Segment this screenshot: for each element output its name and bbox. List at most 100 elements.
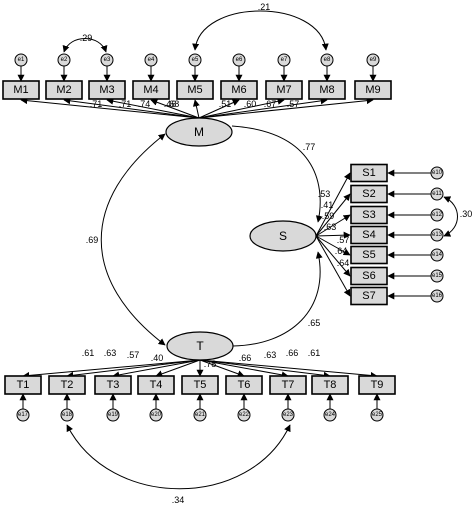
error-e5-label: e5 (192, 57, 199, 63)
error-e4-label: e4 (148, 57, 155, 63)
indicator-t8-box (311, 375, 349, 395)
loading-path-m8 (198, 97, 328, 119)
error-e14-label: e14 (432, 252, 443, 258)
indicator-s6-label: S6 (362, 270, 375, 282)
indicator-m7-box (265, 80, 303, 100)
error-e9-label: e9 (370, 57, 377, 63)
indicator-m6-label: M6 (231, 84, 246, 96)
indicator-m5-box (176, 80, 214, 100)
indicator-s4-label: S4 (362, 229, 375, 241)
indicator-m3-box (88, 80, 126, 100)
loading-path-t8 (199, 359, 331, 379)
latent-s-ellipse (249, 220, 317, 252)
loading-path-m9 (198, 97, 374, 119)
error-e3-label: e3 (104, 57, 111, 63)
s-t-path-label: .65 (308, 318, 321, 328)
e5-e8-covariance-path (192, 10, 329, 51)
indicator-m8-label: M8 (319, 84, 334, 96)
loading-label-t2: .63 (104, 348, 117, 358)
error-e13-circle (430, 228, 444, 242)
indicator-m4-label: M4 (143, 84, 158, 96)
loading-label-m8: .67 (264, 99, 277, 109)
e2-e3-covariance-label: .29 (80, 33, 93, 43)
indicator-m6-box (220, 80, 258, 100)
error-e2-label: e2 (61, 57, 68, 63)
indicator-t5-label: T5 (194, 379, 207, 391)
error-e25-circle (370, 408, 384, 422)
loading-path-s7 (315, 235, 351, 297)
indicator-s2-box (350, 184, 388, 204)
indicator-t9-box (358, 375, 396, 395)
loading-path-s4 (315, 231, 351, 239)
loading-label-s4: .63 (324, 222, 337, 232)
error-e24-circle (323, 408, 337, 422)
loading-label-s7: .64 (337, 258, 350, 268)
loading-path-s1 (315, 172, 351, 237)
loading-label-s6: .64 (335, 246, 348, 256)
indicator-m9-box (354, 80, 392, 100)
loading-label-m5: .68 (167, 99, 180, 109)
indicator-m2-box (45, 80, 83, 100)
error-e22-label: e22 (239, 412, 250, 418)
loading-path-t6 (199, 359, 245, 378)
loading-label-t1: .61 (82, 348, 95, 358)
indicator-s7-box (350, 286, 388, 306)
loading-path-s5 (315, 235, 351, 256)
m-s-path-label: .77 (303, 142, 316, 152)
error-e21-circle (193, 408, 207, 422)
error-e11-label: e11 (432, 191, 442, 197)
loading-path-s2 (315, 193, 351, 237)
latent-m-ellipse (165, 117, 233, 147)
error-e3-circle (100, 53, 114, 67)
error-e17-label: e17 (18, 412, 29, 418)
error-e10-label: e10 (432, 170, 443, 176)
error-e12-circle (430, 208, 444, 222)
indicator-t1-label: T1 (17, 379, 30, 391)
loading-label-m4: .46 (164, 99, 177, 109)
error-e22-circle (237, 408, 251, 422)
error-e13-label: e13 (432, 232, 443, 238)
error-e16-label: e16 (432, 293, 443, 299)
error-e24-label: e24 (325, 412, 336, 418)
indicator-t6-box (225, 375, 263, 395)
error-e21-label: e21 (195, 412, 206, 418)
e18-e23-covariance-path (66, 424, 291, 490)
loading-path-m3 (106, 97, 200, 119)
loading-path-s3 (315, 214, 351, 237)
error-e25-label: e25 (372, 412, 383, 418)
indicator-s7-label: S7 (362, 290, 375, 302)
loading-label-t5: .78 (204, 359, 217, 369)
indicator-t4-box (137, 375, 175, 395)
indicator-t7-label: T7 (282, 379, 295, 391)
loading-label-t8: .66 (286, 348, 299, 358)
indicator-t8-label: T8 (324, 379, 337, 391)
latent-s-label: S (279, 229, 287, 243)
loading-path-t4 (155, 359, 201, 378)
indicator-s5-box (350, 245, 388, 265)
error-e1-circle (14, 53, 28, 67)
indicator-m9-label: M9 (365, 84, 380, 96)
loading-label-m3: .74 (138, 99, 151, 109)
error-e18-circle (60, 408, 74, 422)
indicator-t3-label: T3 (107, 379, 120, 391)
loading-path-m1 (20, 97, 200, 119)
indicator-t6-label: T6 (238, 379, 251, 391)
error-e6-circle (232, 53, 246, 67)
m-t-covariance-label: .69 (86, 235, 99, 245)
loading-path-t3 (112, 359, 201, 379)
e11-e13-covariance-path (443, 196, 458, 237)
indicator-s1-label: S1 (362, 167, 375, 179)
loading-label-t9: .61 (308, 348, 321, 358)
error-e14-circle (430, 248, 444, 262)
error-e8-label: e8 (324, 57, 331, 63)
loading-path-m5 (192, 99, 200, 119)
error-e15-circle (430, 269, 444, 283)
indicator-t2-box (48, 375, 86, 395)
loading-label-t4: .40 (151, 353, 164, 363)
loading-label-m2: .71 (119, 99, 132, 109)
indicator-t3-box (94, 375, 132, 395)
error-e16-circle (430, 289, 444, 303)
s-t-path (232, 251, 323, 347)
loading-label-s3: .59 (322, 211, 335, 221)
error-e23-circle (281, 408, 295, 422)
